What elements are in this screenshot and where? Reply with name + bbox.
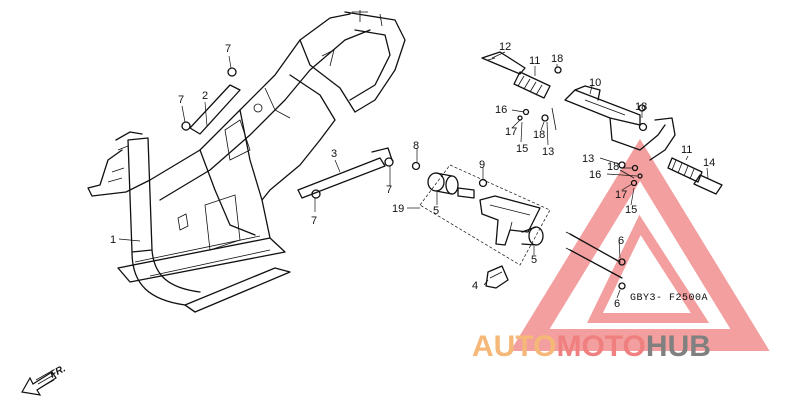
callout-9: 9 — [479, 159, 485, 171]
watermark-part3: HUB — [646, 330, 711, 363]
watermark-triangle — [510, 138, 770, 351]
callout-18b: 18 — [533, 129, 545, 141]
callout-11b: 11 — [681, 144, 692, 156]
front-direction-indicator: FR. — [21, 363, 68, 396]
watermark-text: AUTOMOTOHUB — [472, 330, 711, 363]
callout-19: 19 — [392, 203, 404, 215]
callout-7c: 7 — [311, 215, 317, 227]
callout-8: 8 — [413, 140, 419, 152]
callout-17b: 17 — [615, 189, 627, 201]
callout-14: 14 — [703, 157, 715, 169]
callout-18c: 18 — [635, 101, 647, 113]
watermark-logo: AUTOMOTOHUB — [472, 330, 711, 363]
triangle-inner — [587, 214, 710, 323]
watermark-part2: MOTO — [556, 330, 645, 363]
diagram-code: GBY3- F2500A — [630, 293, 708, 304]
callout-11a: 11 — [529, 55, 540, 67]
leader-lines — [118, 51, 709, 299]
triangle-outer — [510, 138, 770, 351]
callout-5a: 5 — [433, 205, 439, 217]
rubber-11-left — [513, 71, 551, 99]
rubber-11-right — [667, 157, 703, 183]
callout-3: 3 — [331, 148, 337, 160]
callout-7b: 7 — [178, 94, 184, 106]
callout-2: 2 — [202, 90, 208, 102]
callouts: 1 2 3 4 5 5 6 6 7 7 7 7 8 9 10 11 11 12 … — [110, 41, 715, 310]
callout-17a: 17 — [505, 126, 517, 138]
callout-6b: 6 — [614, 298, 620, 310]
cap-14 — [693, 174, 723, 195]
callout-16b: 16 — [589, 169, 601, 181]
callout-13b: 13 — [582, 153, 594, 165]
brace-2 — [181, 67, 241, 135]
main-frame — [87, 10, 406, 313]
callout-5b: 5 — [531, 254, 537, 266]
main-stand-10 — [564, 85, 676, 161]
callout-18a: 18 — [551, 53, 563, 65]
stopper-4 — [485, 265, 509, 289]
callout-13a: 13 — [542, 146, 554, 158]
callout-10: 10 — [589, 77, 601, 89]
callout-4: 4 — [472, 280, 478, 292]
brace-3 — [297, 147, 394, 199]
engine-hanger-19 — [411, 161, 551, 266]
callout-12: 12 — [499, 41, 511, 53]
callout-16a: 16 — [495, 104, 507, 116]
callout-6a: 6 — [618, 235, 624, 247]
callout-7d: 7 — [386, 184, 392, 196]
callout-1: 1 — [110, 234, 116, 246]
callout-15a: 15 — [516, 143, 528, 155]
watermark-part1: AUTO — [472, 330, 556, 363]
long-bolts-6 — [565, 231, 626, 290]
pedal-12 — [481, 51, 526, 75]
callout-15b: 15 — [625, 204, 637, 216]
callout-7a: 7 — [225, 43, 231, 55]
callout-18d: 18 — [607, 161, 619, 173]
front-label: FR. — [48, 363, 67, 380]
